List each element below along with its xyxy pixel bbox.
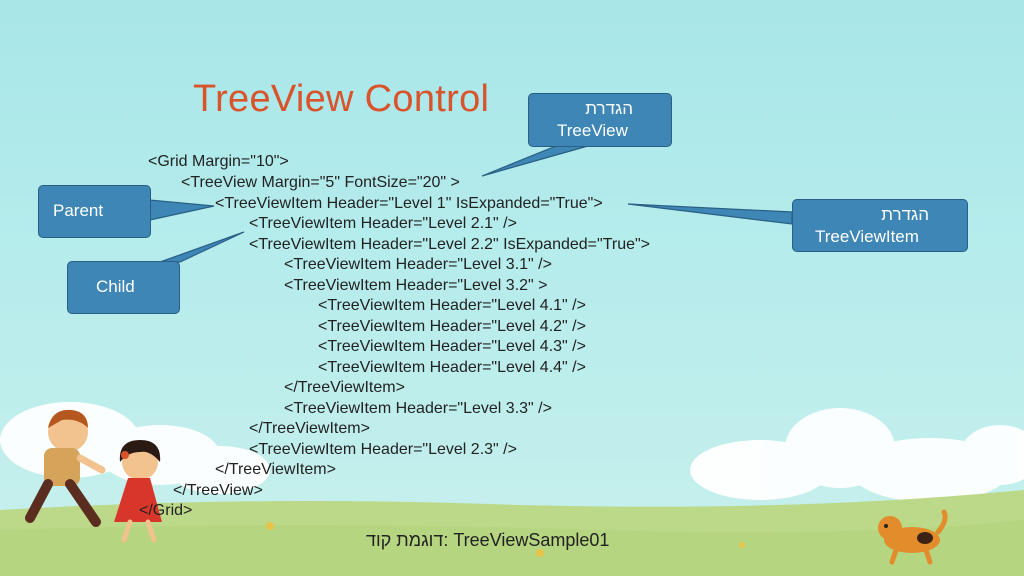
code-line: </TreeView>	[173, 482, 263, 499]
flowers	[266, 522, 745, 557]
code-line: <TreeViewItem Header="Level 3.1" />	[284, 256, 552, 273]
callout-treeview-definition: הגדרת TreeView	[528, 93, 672, 147]
girl-illustration	[114, 440, 162, 543]
callout-treeview-en: TreeView	[557, 121, 628, 140]
code-line: </TreeViewItem>	[215, 461, 336, 478]
code-line: <TreeViewItem Header="Level 3.2" >	[284, 277, 548, 294]
callout-tail-treeviewitem	[627, 203, 793, 225]
slide-title: TreeView Control	[193, 78, 490, 120]
callout-parent-label: Parent	[53, 201, 104, 220]
callout-child-label: Child	[96, 277, 135, 296]
code-line: </Grid>	[139, 502, 193, 519]
code-line: <Grid Margin="10">	[148, 153, 289, 170]
code-line: <TreeViewItem Header="Level 2.1" />	[249, 215, 517, 232]
code-line: <TreeViewItem Header="Level 2.3" />	[249, 441, 517, 458]
code-line: <TreeViewItem Header="Level 1" IsExpande…	[215, 195, 603, 212]
callout-tail-treeview	[481, 145, 589, 177]
callout-tail-child	[159, 231, 245, 263]
boy-illustration	[25, 409, 106, 527]
dog-illustration	[878, 509, 948, 565]
code-line: <TreeViewItem Header="Level 4.4" />	[318, 359, 586, 376]
callout-tail-parent	[149, 199, 215, 221]
code-line: <TreeViewItem Header="Level 2.2" IsExpan…	[249, 236, 651, 253]
code-line: </TreeViewItem>	[284, 379, 405, 396]
callout-treeview-he: הגדרת	[585, 99, 633, 118]
clouds	[0, 402, 1024, 502]
footer-caption: דוגמת קוד: TreeViewSample01	[366, 530, 610, 550]
code-line: </TreeViewItem>	[249, 420, 370, 437]
code-line: <TreeView Margin="5" FontSize="20" >	[181, 174, 460, 191]
code-line: <TreeViewItem Header="Level 4.1" />	[318, 297, 586, 314]
callout-parent: Parent	[38, 185, 151, 238]
callout-treeviewitem-he: הגדרת	[881, 205, 929, 224]
callout-child: Child	[67, 261, 180, 314]
code-line: <TreeViewItem Header="Level 3.3" />	[284, 400, 552, 417]
code-line: <TreeViewItem Header="Level 4.3" />	[318, 338, 586, 355]
code-line: <TreeViewItem Header="Level 4.2" />	[318, 318, 586, 335]
callout-treeviewitem-definition: הגדרת TreeViewItem	[792, 199, 968, 252]
callout-treeviewitem-en: TreeViewItem	[815, 227, 919, 246]
